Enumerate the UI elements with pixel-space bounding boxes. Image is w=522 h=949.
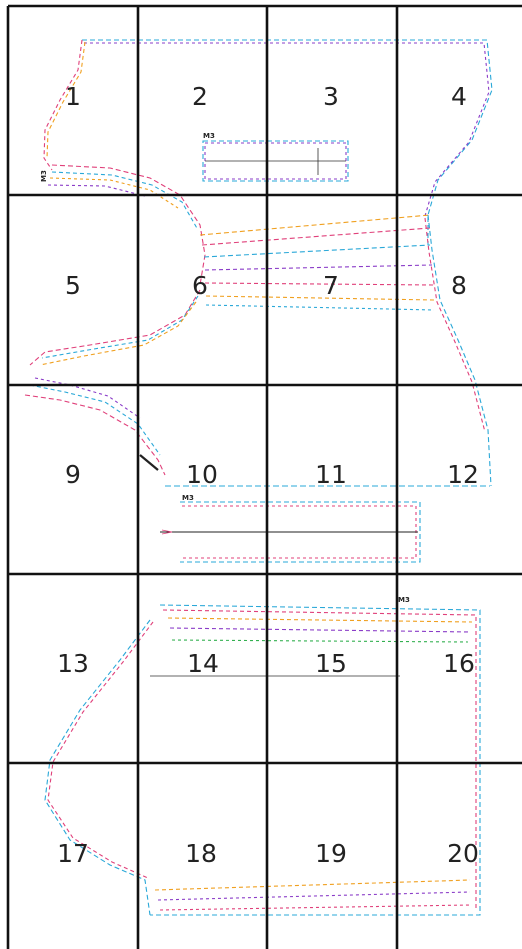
size-mark-1: M3 <box>203 132 215 140</box>
tile-label-11: 11 <box>315 460 347 489</box>
tile-label-12: 12 <box>447 460 479 489</box>
bodice-piece-top <box>43 39 493 286</box>
tile-label-19: 19 <box>315 839 347 868</box>
tile-label-15: 15 <box>315 649 347 678</box>
tile-label-18: 18 <box>185 839 217 868</box>
tile-grid <box>6 4 522 949</box>
tile-labels: 1 2 3 4 5 6 7 8 9 10 11 12 13 14 15 16 1… <box>57 82 479 868</box>
tile-label-17: 17 <box>57 839 89 868</box>
tile-label-14: 14 <box>187 649 219 678</box>
tile-label-13: 13 <box>57 649 89 678</box>
pattern-pieces: M3 M3 M3 M3 <box>24 39 493 916</box>
tile-label-9: 9 <box>65 460 81 489</box>
tile-label-16: 16 <box>443 649 475 678</box>
lower-panel <box>44 604 481 916</box>
tile-label-20: 20 <box>447 839 479 868</box>
tile-label-7: 7 <box>323 271 339 300</box>
tile-label-1: 1 <box>65 82 81 111</box>
tile-label-6: 6 <box>192 271 208 300</box>
tile-label-5: 5 <box>65 271 81 300</box>
tile-label-2: 2 <box>192 82 208 111</box>
size-mark-4: M3 <box>40 170 48 182</box>
rect-strip-lower <box>160 501 421 563</box>
tile-label-8: 8 <box>451 271 467 300</box>
lower-left-piece <box>24 377 490 487</box>
tile-label-3: 3 <box>323 82 339 111</box>
tile-label-10: 10 <box>186 460 218 489</box>
middle-panel <box>29 214 492 487</box>
size-mark-2: M3 <box>182 494 194 502</box>
rect-strip-upper <box>202 140 349 182</box>
tile-label-4: 4 <box>451 82 467 111</box>
size-mark-3: M3 <box>398 596 410 604</box>
